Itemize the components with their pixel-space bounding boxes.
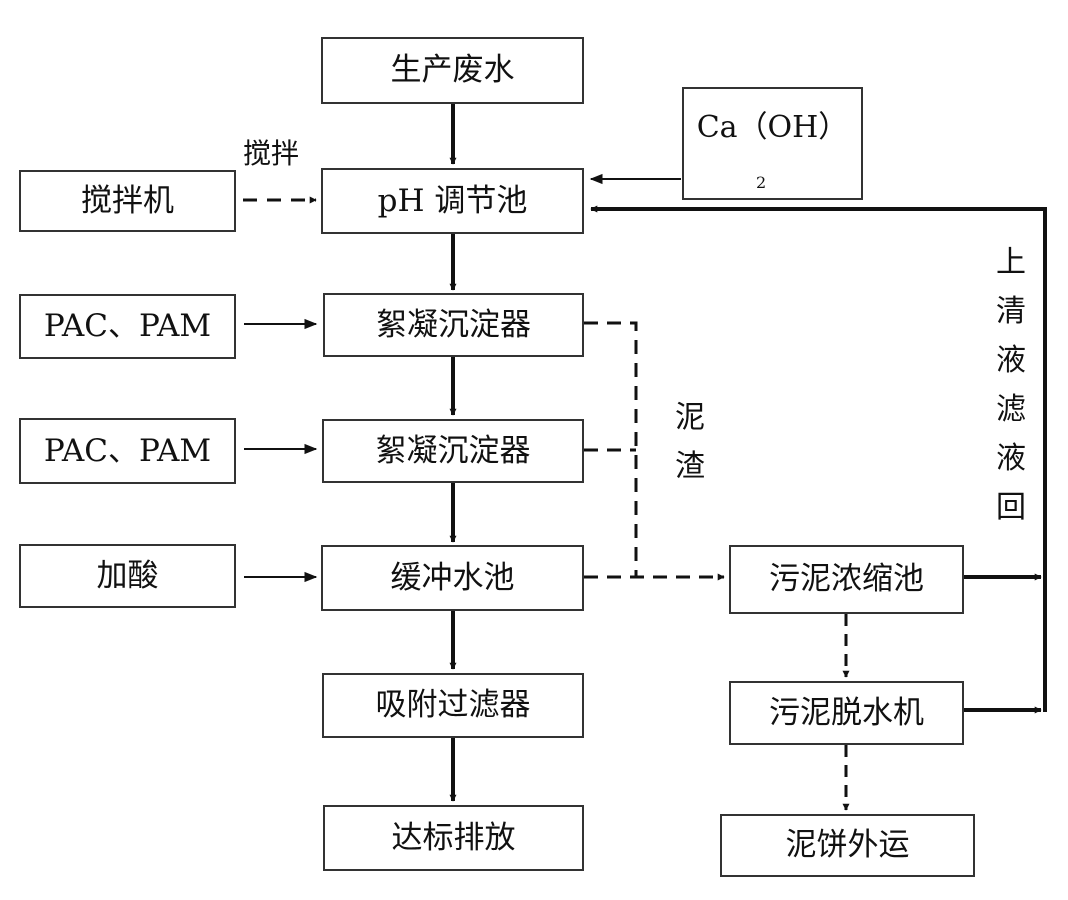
sludge-line-settler1 (584, 321, 638, 577)
wastewater-box: 生产废水 (321, 37, 584, 104)
pac-pam-label-2: PAC、PAM (43, 432, 212, 469)
stir-label: 搅拌 (243, 137, 300, 170)
return-flow-char: 流 (994, 532, 1028, 534)
return-flow-char: 滤 (996, 392, 1026, 427)
return-line (590, 205, 1047, 712)
return-flow-char: 回 (996, 490, 1026, 525)
cake-transport-label: 泥饼外运 (785, 827, 910, 863)
discharge-label: 达标排放 (391, 819, 516, 856)
caoh2-label: Ca（OH） (696, 110, 849, 145)
buffer-tank-box: 缓冲水池 (321, 545, 584, 611)
discharge-box: 达标排放 (323, 805, 584, 871)
pac-pam-box-2: PAC、PAM (19, 418, 236, 484)
sludge-residue-char: 泥 (675, 400, 705, 435)
floc-settler-label-2: 絮凝沉淀器 (375, 432, 531, 469)
return-flow-char: 液 (996, 343, 1026, 378)
sludge-dewaterer-box: 污泥脱水机 (729, 681, 964, 745)
caoh2-subscript: 2 (756, 173, 767, 192)
return-flow-char: 液 (996, 441, 1026, 476)
add-acid-label: 加酸 (96, 557, 159, 594)
floc-settler-box-1: 絮凝沉淀器 (323, 293, 584, 357)
wastewater-label: 生产废水 (390, 52, 515, 88)
ph-adjustment-tank-box: pH 调节池 (321, 168, 584, 234)
mixer-label: 搅拌机 (81, 182, 174, 219)
add-acid-box: 加酸 (19, 544, 236, 608)
pac-pam-box-1: PAC、PAM (19, 294, 236, 359)
mixer-box: 搅拌机 (19, 170, 236, 232)
sludge-thickener-label: 污泥浓缩池 (769, 561, 924, 597)
sludge-dewaterer-label: 污泥脱水机 (769, 694, 924, 731)
ph-tank-label: pH 调节池 (377, 182, 528, 219)
floc-settler-box-2: 絮凝沉淀器 (322, 419, 584, 483)
sludge-residue-char: 渣 (675, 449, 705, 484)
return-flow-char: 上 (996, 245, 1026, 280)
cake-transport-box: 泥饼外运 (720, 814, 975, 877)
sludge-residue-label: 泥 渣 (673, 393, 707, 491)
adsorption-filter-label: 吸附过滤器 (375, 687, 531, 723)
sludge-thickener-box: 污泥浓缩池 (729, 545, 964, 614)
return-flow-label: 上 清 液 滤 液 回 流 (994, 238, 1028, 534)
caoh2-box: Ca（OH） 2 (682, 87, 863, 200)
buffer-tank-label: 缓冲水池 (390, 559, 515, 596)
floc-settler-label-1: 絮凝沉淀器 (376, 306, 531, 343)
return-flow-char: 清 (996, 294, 1026, 329)
adsorption-filter-box: 吸附过滤器 (322, 673, 584, 738)
pac-pam-label-1: PAC、PAM (43, 308, 212, 344)
